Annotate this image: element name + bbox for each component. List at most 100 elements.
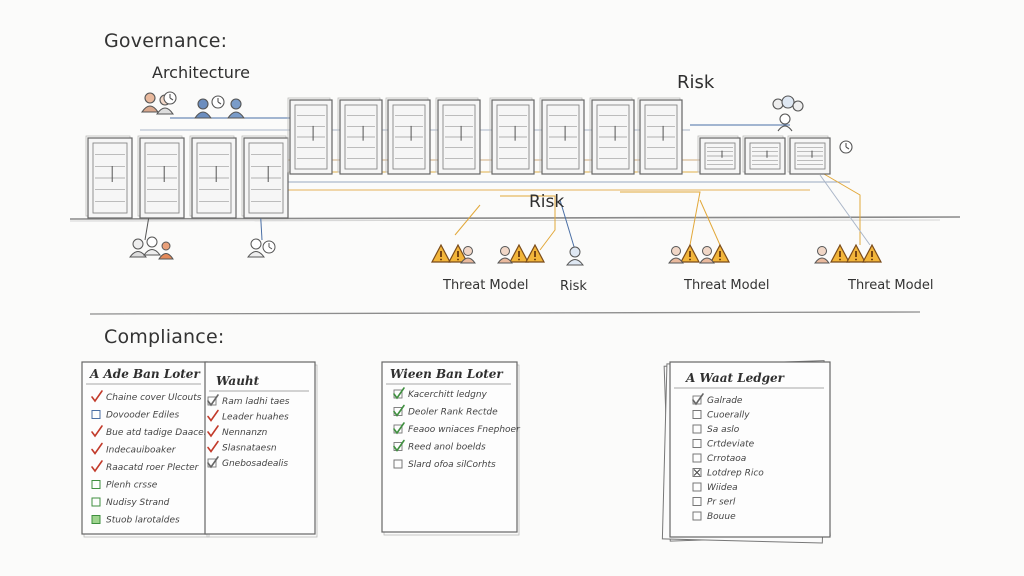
document-item-text: Slasnataesn [222, 444, 277, 454]
user-icon [143, 236, 161, 256]
document-item-text: Feaoo wniaces Fnephoer [408, 425, 521, 435]
checkbox-icon [207, 394, 219, 407]
user-icon [158, 241, 174, 260]
server-rack-icon [337, 97, 383, 175]
document-title: A Waat Ledger [685, 371, 786, 385]
checkbox-icon [393, 459, 403, 469]
user-icon [699, 246, 715, 264]
document-title: A Ade Ban Loter [89, 367, 201, 381]
checkbox-icon [692, 511, 702, 521]
document-item-text: Crtdeviate [707, 440, 755, 450]
server-rack-icon [385, 97, 431, 175]
checkbox-icon [207, 440, 219, 453]
warning-triangle-icon [448, 243, 468, 263]
checkbox-icon [91, 390, 103, 403]
clock-icon [163, 91, 177, 105]
document-item-text: Nudisy Strand [106, 498, 170, 508]
checkbox-icon [207, 409, 219, 422]
user-icon [460, 246, 476, 264]
warning-triangle-icon [525, 243, 545, 263]
document-item-text: Cuoerally [707, 411, 750, 421]
user-icon [772, 95, 804, 112]
document-title: Wieen Ban Loter [390, 367, 504, 381]
server-rack-icon [85, 135, 133, 219]
clock-icon [839, 140, 853, 154]
checkbox-icon [393, 387, 405, 400]
checkbox-icon [692, 424, 702, 434]
document-item-text: Galrade [707, 396, 743, 406]
server-rack-icon [241, 135, 289, 219]
user-icon [668, 246, 684, 264]
warning-triangle-icon [830, 243, 850, 263]
server-rack-icon [697, 135, 741, 175]
checkbox-icon [91, 480, 101, 489]
operator-people-icons [129, 236, 584, 266]
user-icon [226, 98, 246, 119]
threat-model-label: Threat Model [443, 278, 529, 293]
document-item-text: Bouue [707, 512, 736, 522]
document-item-text: Indecauiboaker [106, 446, 177, 456]
warning-triangle-icon [509, 243, 529, 263]
document-item-text: Sa aslo [707, 425, 740, 435]
governance-heading: Governance: [104, 30, 228, 52]
server-rack-icon [489, 97, 535, 175]
governance-baseline [69, 216, 961, 220]
server-rack-icon [742, 135, 786, 175]
architecture-label: Architecture [152, 63, 250, 82]
server-group [85, 97, 831, 219]
document-item-text: Wiidea [707, 483, 738, 493]
threat-model-label: Threat Model [684, 278, 770, 293]
checkbox-icon [692, 468, 702, 477]
checkbox-icon [393, 422, 405, 435]
server-rack-icon [637, 97, 683, 175]
document-item-text: Lotdrep Rico [707, 469, 764, 479]
checkbox-icon [91, 497, 101, 507]
document-item-text: Pr serl [707, 498, 736, 508]
checkbox-icon [393, 439, 405, 452]
checkbox-icon [91, 425, 103, 438]
document-item-text: Bue atd tadige Daacend [106, 428, 215, 438]
warning-triangle-icon [710, 243, 730, 263]
warning-triangle-icon [862, 243, 882, 263]
user-icon [247, 238, 265, 258]
document-item-text: Plenh crsse [106, 481, 158, 491]
clock-icon [262, 240, 276, 254]
document-item-text: Deoler Rank Rectde [408, 408, 498, 418]
document-item-text: Stuob larotaldes [106, 516, 180, 526]
risk-label-middle: Risk [529, 192, 565, 212]
checkbox-icon [91, 410, 101, 419]
document-item-text: Slard ofoa silCorhts [408, 460, 496, 470]
user-icon [566, 246, 584, 266]
server-rack-icon [435, 97, 481, 175]
risk-label-bottom: Risk [560, 279, 587, 294]
warning-group [431, 243, 882, 264]
user-icon [193, 98, 213, 119]
warning-triangle-icon [846, 243, 866, 263]
document-item-text: Raacatd roer Plecter [106, 463, 200, 473]
document-item-text: Ram ladhi taes [222, 397, 290, 407]
user-icon [777, 113, 793, 132]
checkbox-icon [393, 404, 405, 417]
checkbox-icon [692, 497, 702, 506]
server-rack-icon [137, 135, 185, 219]
checkbox-icon [692, 482, 702, 492]
checkbox-icon [692, 439, 702, 448]
checkbox-icon [207, 456, 219, 469]
checkbox-icon [692, 453, 702, 463]
architecture-people-icons [140, 91, 853, 154]
document-item-text: Crrotaoa [707, 454, 746, 464]
user-icon [814, 246, 830, 264]
compliance-heading: Compliance: [104, 326, 225, 348]
checkbox-icon [207, 425, 219, 438]
document-item-text: Gnebosadealis [222, 459, 288, 469]
checkbox-icon [692, 410, 702, 419]
user-icon [129, 238, 147, 258]
document-item-text: Chaine cover Ulcouts line [106, 393, 221, 403]
warning-triangle-icon [680, 243, 700, 263]
document-item-text: Leader huahes [222, 413, 289, 423]
risk-label-top: Risk [677, 72, 715, 93]
